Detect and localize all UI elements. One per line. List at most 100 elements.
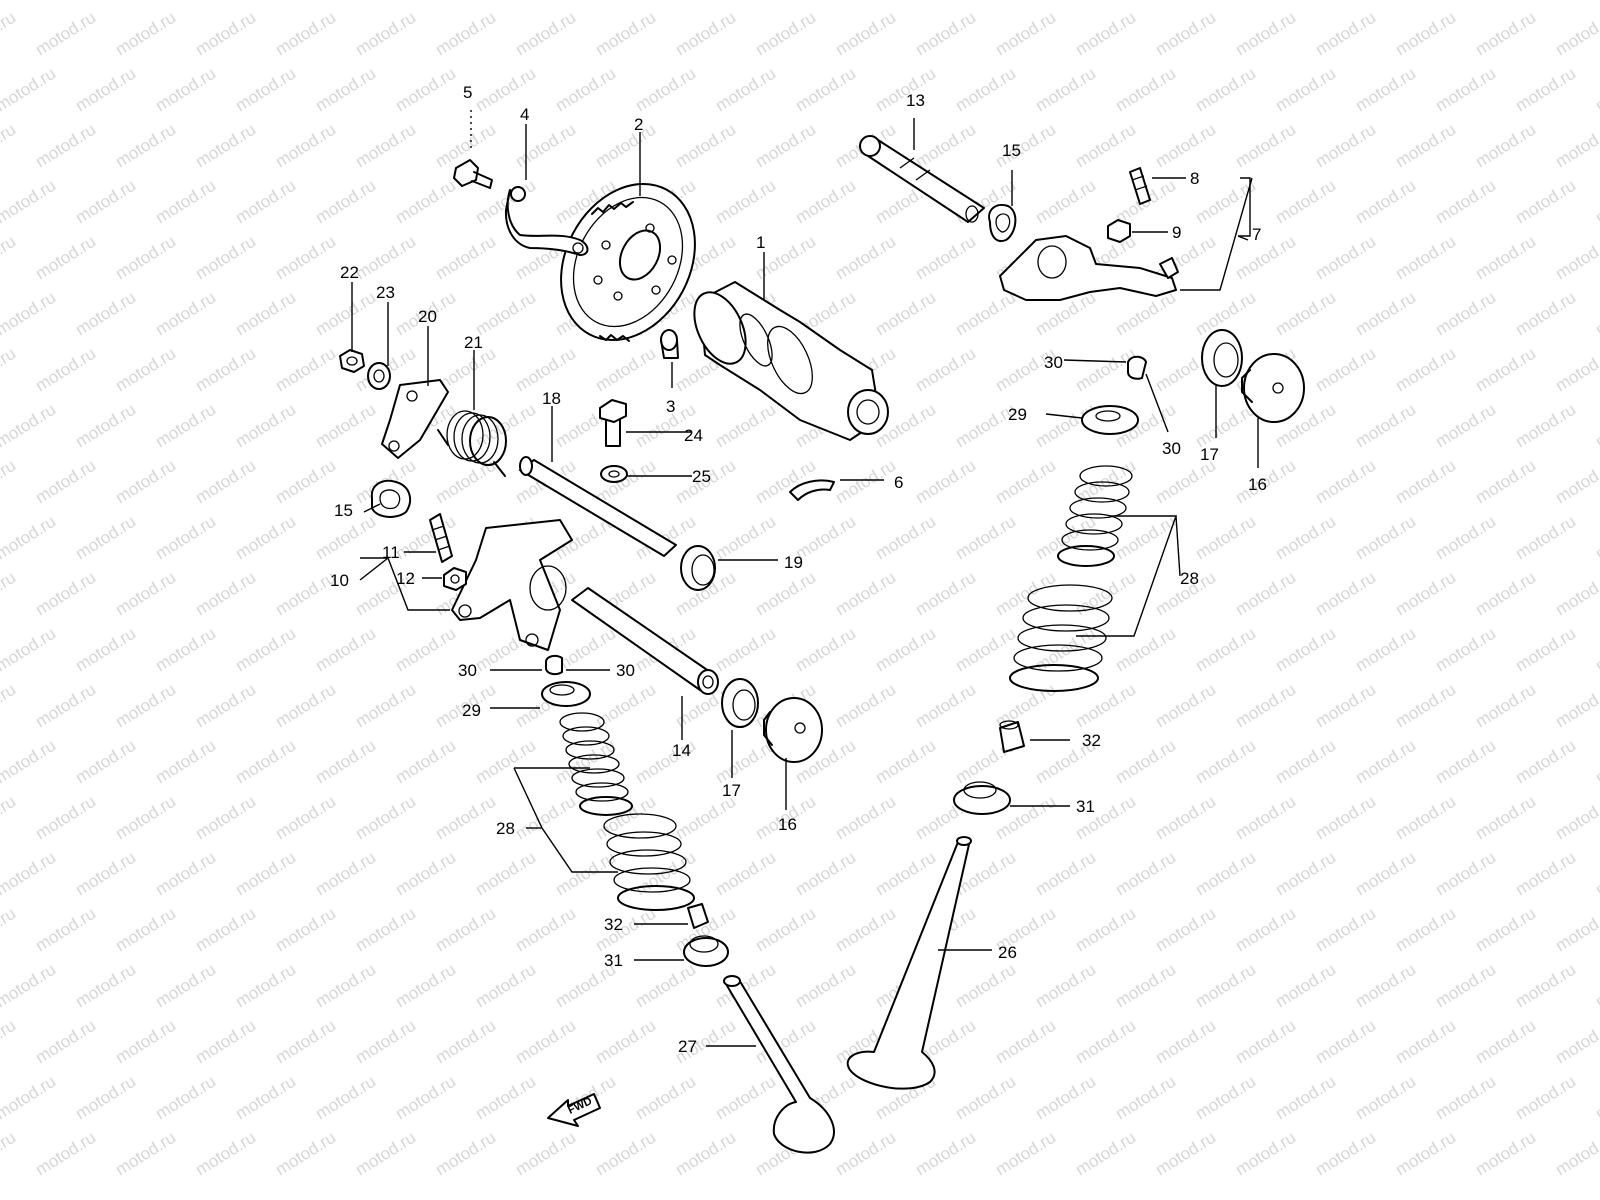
callout-24: 24 bbox=[684, 426, 703, 445]
watermark-text: motod.ru bbox=[312, 64, 379, 116]
watermark-text: motod.ru bbox=[1512, 960, 1579, 1012]
watermark-text: motod.ru bbox=[112, 680, 179, 732]
watermark-text: motod.ru bbox=[272, 120, 339, 172]
watermark-text: motod.ru bbox=[512, 120, 579, 172]
watermark-text: motod.ru bbox=[672, 120, 739, 172]
watermark-text: motod.ru bbox=[192, 1128, 259, 1180]
part-bolt-24 bbox=[599, 399, 627, 447]
leader-lines bbox=[351, 110, 1259, 1047]
watermark-text: motod.ru bbox=[712, 176, 779, 228]
watermark-text: motod.ru bbox=[1512, 64, 1579, 116]
callout-23: 23 bbox=[376, 283, 395, 302]
watermark-text: motod.ru bbox=[872, 0, 939, 3]
watermark-text: motod.ru bbox=[232, 288, 299, 340]
watermark-text: motod.ru bbox=[32, 1128, 99, 1180]
watermark-text: motod.ru bbox=[192, 8, 259, 60]
callout-30-left-a: 30 bbox=[458, 661, 477, 680]
watermark-text: motod.ru bbox=[0, 8, 19, 60]
watermark-text: motod.ru bbox=[952, 0, 1019, 3]
watermark-text: motod.ru bbox=[192, 232, 259, 284]
watermark-text: motod.ru bbox=[592, 680, 659, 732]
watermark-text: motod.ru bbox=[192, 680, 259, 732]
watermark-text: motod.ru bbox=[552, 848, 619, 900]
watermark-text: motod.ru bbox=[712, 1072, 779, 1124]
watermark-text: motod.ru bbox=[312, 848, 379, 900]
watermark-text: motod.ru bbox=[1192, 64, 1259, 116]
watermark-text: motod.ru bbox=[392, 64, 459, 116]
watermark-text: motod.ru bbox=[752, 904, 819, 956]
watermark-text: motod.ru bbox=[1072, 1016, 1139, 1068]
part-cap-16-left bbox=[763, 697, 823, 763]
watermark-text: motod.ru bbox=[952, 960, 1019, 1012]
watermark-text: motod.ru bbox=[832, 1128, 899, 1180]
watermark-text: motod.ru bbox=[792, 960, 859, 1012]
watermark-text: motod.ru bbox=[1592, 64, 1600, 116]
watermark-text: motod.ru bbox=[1112, 960, 1179, 1012]
part-retainer-29-left bbox=[541, 681, 591, 707]
watermark-text: motod.ru bbox=[1112, 64, 1179, 116]
watermark-text: motod.ru bbox=[752, 8, 819, 60]
watermark-text: motod.ru bbox=[1032, 64, 1099, 116]
watermark-text: motod.ru bbox=[952, 512, 1019, 564]
watermark-text: motod.ru bbox=[392, 960, 459, 1012]
watermark-text: motod.ru bbox=[392, 848, 459, 900]
watermark-text: motod.ru bbox=[1192, 0, 1259, 3]
watermark-text: motod.ru bbox=[112, 904, 179, 956]
watermark-text: motod.ru bbox=[352, 792, 419, 844]
watermark-text: motod.ru bbox=[1312, 232, 1379, 284]
part-locknut-12 bbox=[443, 567, 467, 591]
watermark-text: motod.ru bbox=[872, 624, 939, 676]
watermark-text: motod.ru bbox=[712, 400, 779, 452]
watermark-text: motod.ru bbox=[1592, 0, 1600, 3]
watermark-text: motod.ru bbox=[1272, 0, 1339, 3]
watermark-text: motod.ru bbox=[0, 1128, 19, 1180]
watermark-text: motod.ru bbox=[232, 624, 299, 676]
watermark-text: motod.ru bbox=[1072, 1128, 1139, 1180]
part-washer-25 bbox=[600, 465, 628, 483]
watermark-text: motod.ru bbox=[1352, 400, 1419, 452]
watermark-text: motod.ru bbox=[312, 1072, 379, 1124]
callout-32-right: 32 bbox=[1082, 731, 1101, 750]
watermark-text: motod.ru bbox=[912, 344, 979, 396]
watermark-text: motod.ru bbox=[0, 512, 59, 564]
watermark-text: motod.ru bbox=[192, 904, 259, 956]
watermark-text: motod.ru bbox=[112, 120, 179, 172]
watermark-text: motod.ru bbox=[592, 1128, 659, 1180]
watermark-text: motod.ru bbox=[232, 400, 299, 452]
watermark-text: motod.ru bbox=[32, 904, 99, 956]
part-rocker-arm-10 bbox=[451, 519, 573, 651]
watermark-text: motod.ru bbox=[1152, 120, 1219, 172]
watermark-text: motod.ru bbox=[552, 64, 619, 116]
watermark-text: motod.ru bbox=[472, 736, 539, 788]
watermark-text: motod.ru bbox=[1592, 1072, 1600, 1124]
watermark-text: motod.ru bbox=[72, 512, 139, 564]
watermark-text: motod.ru bbox=[1312, 680, 1379, 732]
callout-30-right-a: 30 bbox=[1044, 353, 1063, 372]
watermark-text: motod.ru bbox=[832, 792, 899, 844]
callout-8: 8 bbox=[1190, 169, 1199, 188]
callout-31-right: 31 bbox=[1076, 797, 1095, 816]
watermark-text: motod.ru bbox=[752, 568, 819, 620]
watermark-text: motod.ru bbox=[112, 1016, 179, 1068]
watermark-text: motod.ru bbox=[1112, 736, 1179, 788]
watermark-text: motod.ru bbox=[72, 1072, 139, 1124]
part-bracket-20 bbox=[381, 379, 449, 459]
watermark-text: motod.ru bbox=[1112, 1072, 1179, 1124]
part-nut-22 bbox=[339, 349, 365, 373]
watermark-text: motod.ru bbox=[472, 848, 539, 900]
callout-7: 7 bbox=[1252, 225, 1261, 244]
part-camshaft bbox=[693, 281, 889, 441]
watermark-text: motod.ru bbox=[272, 568, 339, 620]
watermark-text: motod.ru bbox=[1152, 8, 1219, 60]
watermark-text: motod.ru bbox=[592, 1016, 659, 1068]
watermark-text: motod.ru bbox=[1432, 736, 1499, 788]
watermark-text: motod.ru bbox=[1032, 960, 1099, 1012]
callout-5: 5 bbox=[463, 83, 472, 102]
watermark-text: motod.ru bbox=[0, 904, 19, 956]
watermark-text: motod.ru bbox=[0, 624, 59, 676]
watermark-text: motod.ru bbox=[1512, 512, 1579, 564]
watermark-text: motod.ru bbox=[1472, 680, 1539, 732]
watermark-text: motod.ru bbox=[432, 904, 499, 956]
watermark-text: motod.ru bbox=[1312, 8, 1379, 60]
